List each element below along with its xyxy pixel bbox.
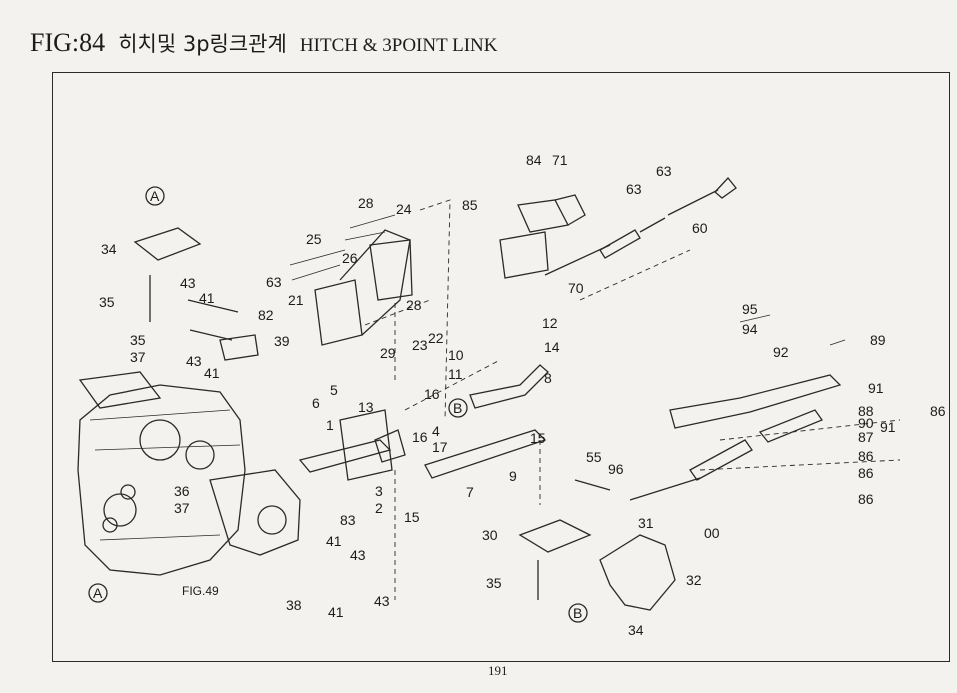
callout-55: 70 xyxy=(568,280,584,296)
callout-27: 28 xyxy=(358,195,374,211)
page-number: 191 xyxy=(488,663,508,678)
callout-82: 86 xyxy=(858,465,874,481)
ref-fig-49: FIG.49 xyxy=(182,584,219,598)
parts-drawing xyxy=(77,177,901,611)
callout-84: 87 xyxy=(858,429,874,445)
callout-24: 24 xyxy=(396,201,412,217)
callout-3: 3 xyxy=(375,483,383,499)
callout-15b: 15 xyxy=(530,430,546,446)
callout-92: 95 xyxy=(742,301,758,317)
callout-41c: 41 xyxy=(326,533,342,549)
callout-85: 88 xyxy=(858,403,874,419)
callout-57: 63 xyxy=(626,181,642,197)
callout-36: 35 xyxy=(130,332,146,348)
callout-59: 71 xyxy=(552,152,568,168)
callout-14: 14 xyxy=(544,339,560,355)
view-marker-a-bottom xyxy=(88,583,108,603)
callout-4: 4 xyxy=(432,423,440,439)
callout-28b: 29 xyxy=(380,345,396,361)
callout-34: 34 xyxy=(101,241,117,257)
callout-16b: 16 xyxy=(412,429,428,445)
callout-6: 6 xyxy=(312,395,320,411)
callout-37: 37 xyxy=(130,349,146,365)
callout-41b: 41 xyxy=(204,365,220,381)
housing-flange xyxy=(78,371,162,409)
callout-87: 90 xyxy=(858,415,874,431)
callout-71: 84 xyxy=(526,152,542,168)
callout-60: 63 xyxy=(266,274,282,290)
callout-88: 91 xyxy=(880,419,896,435)
callout-30: 31 xyxy=(638,515,654,531)
transmission-housing xyxy=(77,384,246,576)
callout-41: 41 xyxy=(199,290,215,306)
view-marker-a-top-label: A xyxy=(150,188,160,204)
hitch-housing xyxy=(209,469,301,556)
callout-31: 32 xyxy=(686,572,702,588)
callout-95: 55 xyxy=(586,449,602,465)
callout-96: 00 xyxy=(704,525,720,541)
callout-32: 34 xyxy=(628,622,644,638)
callout-63b: 83 xyxy=(340,512,356,528)
callout-1: 1 xyxy=(326,417,334,433)
title-korean: 히치및 3p링크관계 xyxy=(118,32,287,56)
callout-12: 12 xyxy=(542,315,558,331)
callout-29: 30 xyxy=(482,527,498,543)
callout-26: 26 xyxy=(342,250,358,266)
page-title: FIG:84 히치및 3p링크관계 HITCH & 3POINT LINK xyxy=(30,28,497,58)
callout-35b: 35 xyxy=(486,575,502,591)
callout-17: 17 xyxy=(432,439,448,455)
callout-39: 39 xyxy=(274,333,290,349)
callout-2: 2 xyxy=(375,500,383,516)
view-marker-b-bottom-label: B xyxy=(573,605,582,621)
title-english: HITCH & 3POINT LINK xyxy=(299,35,498,56)
callout-7: 7 xyxy=(466,484,474,500)
callout-89: 91 xyxy=(868,380,884,396)
view-markers: A A B B xyxy=(88,186,588,623)
callout-43b: 43 xyxy=(186,353,202,369)
callout-23: 23 xyxy=(412,337,428,353)
callout-22: 22 xyxy=(428,330,444,346)
callout-38: 38 xyxy=(286,597,302,613)
callout-80: 86 xyxy=(930,403,946,419)
callout-36b: 36 xyxy=(174,483,190,499)
callout-10: 10 xyxy=(448,347,464,363)
callout-43c: 43 xyxy=(350,547,366,563)
callout-63: 82 xyxy=(258,307,274,323)
view-marker-b-mid xyxy=(448,398,468,418)
callout-15: 15 xyxy=(404,509,420,525)
diagram-frame xyxy=(52,72,950,662)
callout-90: 92 xyxy=(773,344,789,360)
callout-81: 86 xyxy=(858,491,874,507)
callout-5: 5 xyxy=(330,382,338,398)
callout-21: 21 xyxy=(288,292,304,308)
callout-86: 89 xyxy=(870,332,886,348)
callout-8: 8 xyxy=(544,370,552,386)
callout-9: 9 xyxy=(509,468,517,484)
callout-58: 63 xyxy=(656,163,672,179)
callout-41d: 41 xyxy=(328,604,344,620)
callout-16: 16 xyxy=(424,386,440,402)
callout-43d: 43 xyxy=(374,593,390,609)
callout-71b: 85 xyxy=(462,197,478,213)
view-marker-a-bottom-label: A xyxy=(93,585,103,601)
callout-43: 43 xyxy=(180,275,196,291)
callout-37b: 37 xyxy=(174,500,190,516)
view-marker-b-mid-label: B xyxy=(453,400,462,416)
callout-labels: 84 71 63 63 60 85 70 24 28 25 26 63 21 2… xyxy=(99,152,946,638)
callout-35: 35 xyxy=(99,294,115,310)
callout-11: 11 xyxy=(448,366,463,382)
view-marker-a-top xyxy=(145,186,165,206)
callout-91: 94 xyxy=(742,321,758,337)
figure-number: FIG:84 xyxy=(30,28,106,57)
callout-83: 86 xyxy=(858,448,874,464)
callout-56: 60 xyxy=(692,220,708,236)
view-marker-b-bottom xyxy=(568,603,588,623)
callout-25: 25 xyxy=(306,231,322,247)
callout-13: 13 xyxy=(358,399,374,415)
callout-94: 96 xyxy=(608,461,624,477)
callout-28: 28 xyxy=(406,297,422,313)
